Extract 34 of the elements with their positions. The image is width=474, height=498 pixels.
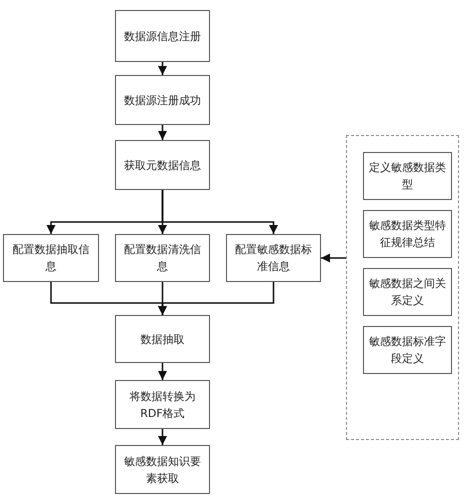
process-box	[363, 152, 452, 200]
process-box	[115, 315, 210, 363]
process-box	[115, 10, 210, 62]
arrow	[321, 254, 346, 262]
box-label: 获取元数据信息	[123, 158, 202, 174]
arrow	[162, 190, 278, 234]
box-label: 敏感数据标准字段定义	[368, 334, 447, 367]
dashed-group-box	[346, 135, 459, 440]
process-box	[363, 326, 452, 374]
box-label: 配置敏感数据标准信息	[234, 242, 313, 275]
box-label: 敏感数据知识要素获取	[123, 454, 202, 486]
process-box	[115, 75, 210, 125]
box-label: 配置数据抽取信息	[12, 242, 90, 275]
arrow	[158, 363, 167, 380]
arrow	[158, 125, 167, 140]
box-label: 将数据转换为RDF格式	[128, 388, 196, 422]
box-label: 数据源信息注册	[123, 28, 202, 44]
arrow	[158, 282, 274, 315]
box-label: 数据抽取	[140, 332, 186, 348]
arrow	[158, 62, 167, 75]
process-box	[3, 234, 99, 282]
process-box	[363, 268, 452, 316]
box-label: 定义敏感数据类型	[368, 160, 447, 193]
box-label: 数据源注册成功	[123, 92, 202, 108]
box-label: 配置数据清洗信息	[123, 242, 202, 275]
process-box	[226, 234, 321, 282]
box-label: 敏感数据之间关系定义	[368, 276, 447, 309]
process-box	[115, 380, 210, 429]
process-box	[363, 210, 452, 258]
process-box	[115, 445, 210, 494]
arrow	[158, 429, 167, 445]
process-box	[115, 140, 210, 190]
process-box	[115, 234, 210, 282]
box-label: 敏感数据类型特征规律总结	[368, 218, 447, 251]
